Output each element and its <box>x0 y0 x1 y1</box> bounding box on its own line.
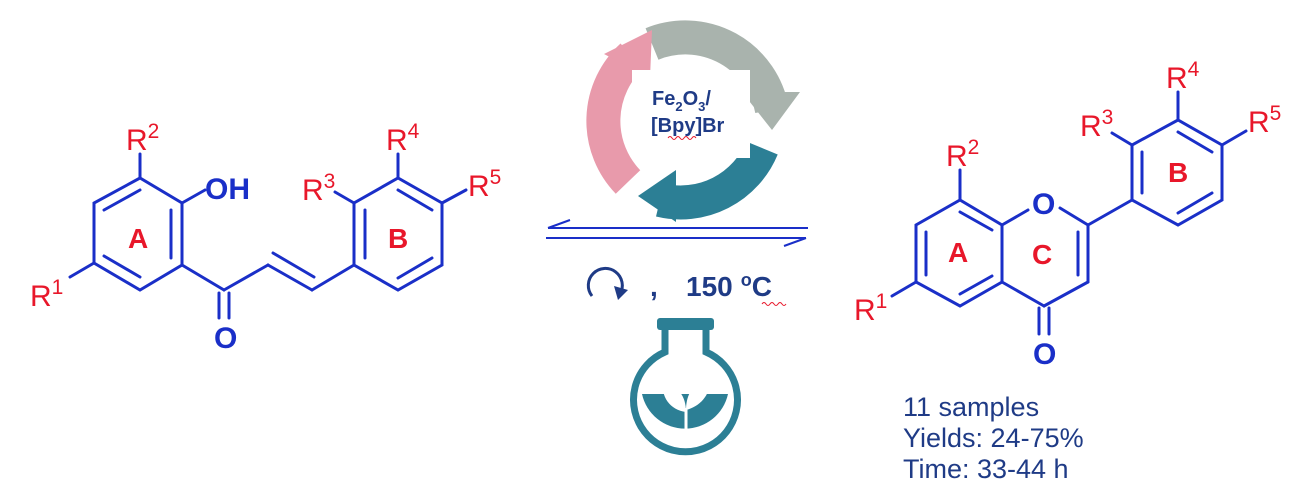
product-r5-bond <box>1220 129 1248 147</box>
reverse-arrow-head <box>547 219 571 229</box>
product-ring-a-double-bonds <box>924 210 994 296</box>
cycle-pink-arc <box>586 43 644 194</box>
green-flask-icon <box>630 318 741 456</box>
product-r3-label: R3 <box>1080 106 1113 143</box>
stirring-icon <box>586 266 628 300</box>
time-range: Time: 33-44 h <box>903 454 1069 484</box>
reactant-r5-label: R5 <box>468 166 501 203</box>
reactant-structure: R2 OH A R1 O R3 R4 B R5 <box>30 120 501 355</box>
product-structure: R2 O A C R1 O R3 R4 B R5 <box>854 58 1281 371</box>
product-ring-b-label: B <box>1168 157 1188 188</box>
product-ring-o-label: O <box>1032 188 1055 221</box>
product-r1-label: R1 <box>854 290 887 327</box>
product-ring-c-label: C <box>1032 239 1052 270</box>
equilibrium-arrows <box>546 219 808 247</box>
product-r2-label: R2 <box>946 136 979 173</box>
product-ring-c-bond-5 <box>1000 280 1046 308</box>
reactant-oh-label: OH <box>205 173 250 206</box>
product-r1-bond <box>890 280 918 298</box>
r1-bond <box>68 261 96 279</box>
reaction-summary: 11 samples Yields: 24-75% Time: 33-44 h <box>903 392 1084 485</box>
r5-bond <box>440 188 468 205</box>
reactant-r1-label: R1 <box>30 276 63 313</box>
flask-body <box>630 330 741 456</box>
cycle-gray-arc <box>645 20 789 114</box>
chain-bond-2 <box>266 263 314 292</box>
cycle-teal-arrowhead <box>638 170 676 222</box>
chain-bond-1 <box>222 263 270 292</box>
product-ring-a-label: A <box>948 237 968 268</box>
catalyst-line-1: Fe2O3/ <box>652 88 711 114</box>
recycle-cycle-icon: Fe2O3/ [Bpy]Br <box>586 20 800 222</box>
r3-bond <box>333 190 356 205</box>
chain-double-bond <box>271 251 316 279</box>
leaf-left <box>663 382 686 412</box>
forward-arrow-head <box>783 237 807 247</box>
product-ring-b-double-bonds <box>1140 130 1214 215</box>
cycle-pink-arrowhead <box>604 30 652 78</box>
ring-b-double-bonds <box>363 188 434 280</box>
product-ring-bc-link <box>1086 198 1134 227</box>
catalyst-line-2: [Bpy]Br <box>651 115 725 137</box>
product-ring-c-bond-1 <box>1000 208 1030 227</box>
cycle-core <box>632 70 750 158</box>
product-carbonyl-o-label: O <box>1033 338 1056 371</box>
yields-range: Yields: 24-75% <box>903 423 1084 453</box>
oh-bond <box>180 188 207 205</box>
product-ring-c-bond-2 <box>1058 206 1090 227</box>
product-ring-c-bond-4 <box>1042 280 1090 308</box>
cycle-gray-arrowhead <box>742 92 800 130</box>
reactant-carbonyl-o-label: O <box>214 322 237 355</box>
flask-cap <box>657 318 714 330</box>
chain-bond-3 <box>310 263 356 292</box>
reactant-ring-a-label: A <box>128 223 148 254</box>
samples-count: 11 samples <box>903 392 1040 422</box>
reactant-ring-b-label: B <box>388 223 408 254</box>
conditions-separator: , <box>650 271 658 302</box>
product-r3-bond <box>1110 131 1134 147</box>
reactant-r3-label: R3 <box>302 170 335 207</box>
temperature-spellcheck-underline <box>761 302 787 306</box>
reactant-r4-label: R4 <box>386 120 420 157</box>
reactant-r2-label: R2 <box>126 120 159 157</box>
ring-to-carbonyl-bond <box>180 263 226 292</box>
product-r4-label: R4 <box>1166 58 1200 95</box>
leaf-right <box>686 376 711 410</box>
ring-a-double-bonds <box>102 188 173 279</box>
catalyst-spellcheck-underline <box>667 136 697 140</box>
product-r5-label: R5 <box>1248 102 1281 139</box>
